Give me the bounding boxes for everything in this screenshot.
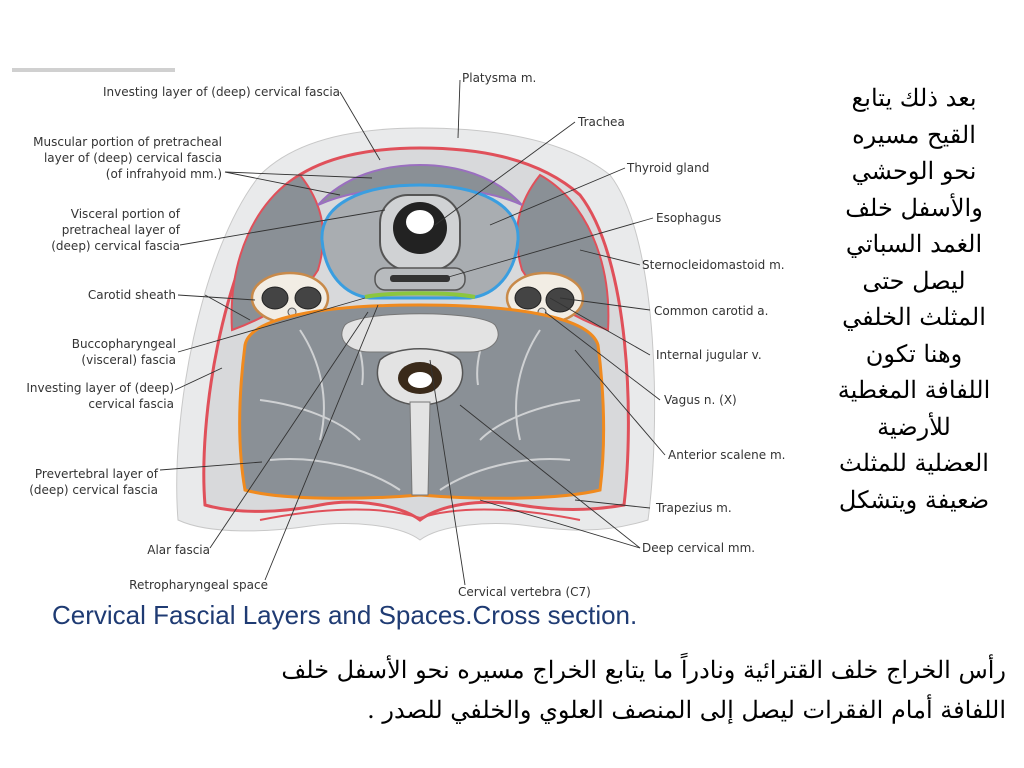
neck-cross-section bbox=[176, 127, 656, 541]
label-muscular-1: Muscular portion of pretracheal bbox=[33, 135, 222, 149]
side-line: العضلية للمثلث bbox=[839, 449, 989, 477]
label-investing-left-2: cervical fascia bbox=[88, 397, 174, 411]
trachea bbox=[379, 194, 461, 271]
label-alar: Alar fascia bbox=[147, 543, 210, 557]
leader-lines bbox=[159, 79, 666, 586]
bottom-line: اللفافة أمام الفقرات ليصل إلى المنصف الع… bbox=[367, 696, 1006, 724]
trapezius-fascia-line bbox=[259, 508, 581, 521]
side-line: الغمد السباتي bbox=[845, 230, 983, 258]
label-visceral-2: pretracheal layer of bbox=[62, 223, 181, 237]
label-investing-left-1: Investing layer of (deep) bbox=[26, 381, 174, 395]
label-deep-cervical: Deep cervical mm. bbox=[642, 541, 755, 555]
label-trapezius: Trapezius m. bbox=[655, 501, 732, 515]
side-line: نحو الوحشي bbox=[851, 157, 977, 185]
side-line: القيح مسيره bbox=[852, 120, 976, 149]
label-bucco-1: Buccopharyngeal bbox=[72, 337, 176, 351]
side-line: والأسفل خلف bbox=[845, 193, 983, 222]
label-visceral-3: (deep) cervical fascia bbox=[51, 239, 180, 253]
label-visceral-1: Visceral portion of bbox=[71, 207, 181, 221]
label-platysma: Platysma m. bbox=[462, 71, 536, 85]
side-line: اللفافة المغطية bbox=[837, 376, 991, 404]
side-line: المثلث الخلفي bbox=[842, 303, 986, 331]
arabic-side-paragraph: بعد ذلك يتابع القيح مسيره نحو الوحشي وال… bbox=[814, 80, 1014, 518]
label-prevertebral-2: (deep) cervical fascia bbox=[29, 483, 158, 497]
label-esophagus: Esophagus bbox=[656, 211, 721, 225]
left-labels: Investing layer of (deep) cervical fasci… bbox=[26, 85, 340, 592]
label-prevertebral-1: Prevertebral layer of bbox=[35, 467, 159, 481]
arabic-bottom-paragraph: رأس الخراج خلف القترائية ونادراً ما يتاب… bbox=[40, 650, 1006, 730]
label-anterior-scalene: Anterior scalene m. bbox=[668, 448, 786, 462]
bottom-line: رأس الخراج خلف القترائية ونادراً ما يتاب… bbox=[281, 656, 1006, 684]
label-carotid-sheath: Carotid sheath bbox=[88, 288, 176, 302]
label-scm: Sternocleidomastoid m. bbox=[642, 258, 785, 272]
label-trachea: Trachea bbox=[577, 115, 625, 129]
label-retropharyngeal: Retropharyngeal space bbox=[129, 578, 268, 592]
esophagus bbox=[374, 267, 466, 291]
label-common-carotid: Common carotid a. bbox=[654, 304, 768, 318]
cervical-cross-section-figure: Investing layer of (deep) cervical fasci… bbox=[12, 68, 786, 599]
right-labels: Platysma m. Trachea Thyroid gland Esopha… bbox=[458, 71, 786, 599]
label-internal-jugular: Internal jugular v. bbox=[656, 348, 762, 362]
label-muscular-2: layer of (deep) cervical fascia bbox=[44, 151, 222, 165]
label-vagus: Vagus n. (X) bbox=[664, 393, 737, 407]
side-line: ضعيفة ويتشكل bbox=[838, 485, 990, 514]
label-thyroid: Thyroid gland bbox=[626, 161, 709, 175]
buccopharyngeal-fascia bbox=[364, 291, 476, 299]
label-vertebra: Cervical vertebra (C7) bbox=[458, 585, 591, 599]
side-line: ليصل حتى bbox=[862, 266, 966, 295]
label-bucco-2: (visceral) fascia bbox=[81, 353, 176, 367]
label-muscular-3: (of infrahyoid mm.) bbox=[106, 167, 222, 181]
figure-caption: Cervical Fascial Layers and Spaces.Cross… bbox=[52, 600, 638, 630]
side-line: للأرضية bbox=[877, 412, 951, 441]
side-line: بعد ذلك يتابع bbox=[851, 84, 977, 112]
label-investing-top: Investing layer of (deep) cervical fasci… bbox=[103, 85, 340, 99]
side-line: وهنا تكون bbox=[865, 339, 963, 368]
cervical-vertebra bbox=[341, 313, 499, 496]
